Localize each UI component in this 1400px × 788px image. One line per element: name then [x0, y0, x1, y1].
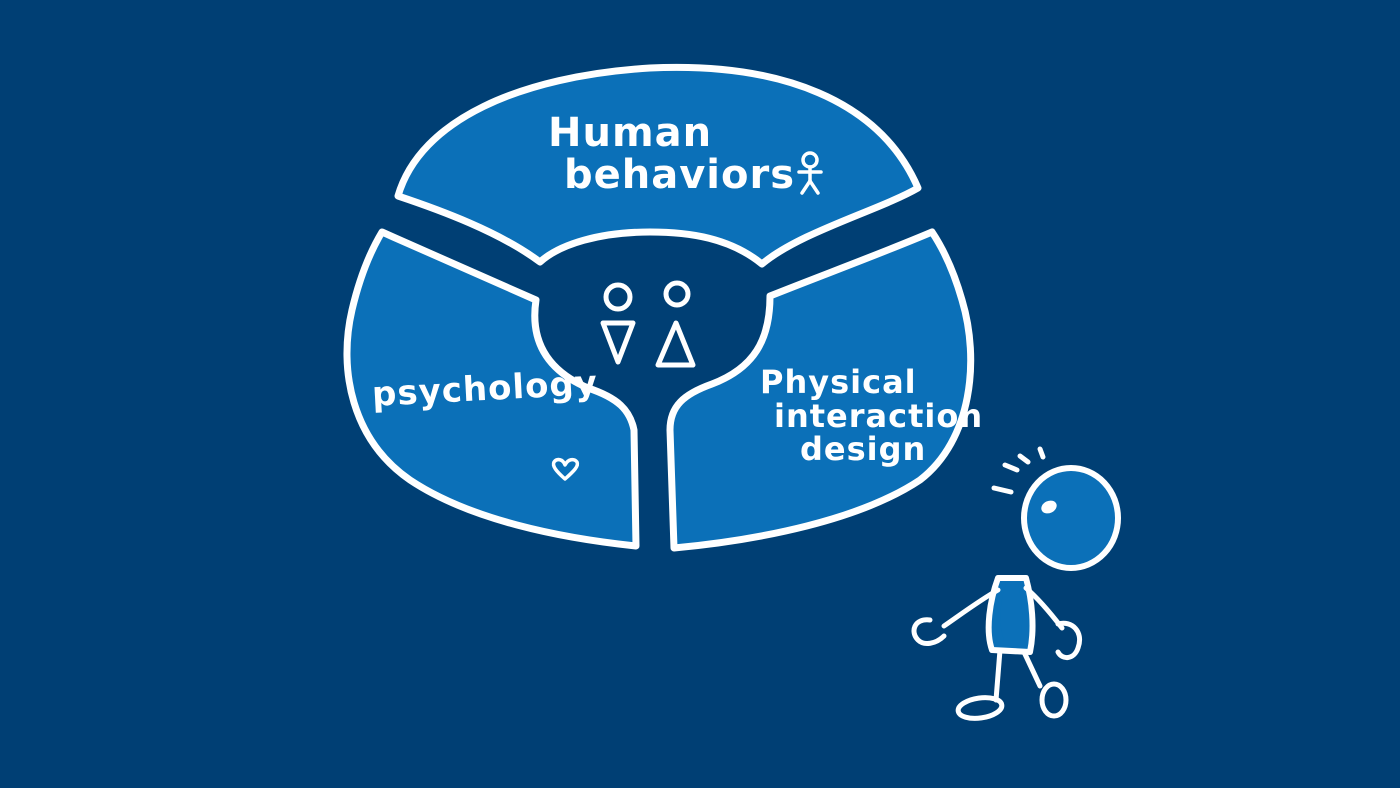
heart-icon	[551, 457, 580, 481]
physical-label-line2: interaction	[774, 396, 984, 435]
physical-interaction-design-label: Physical interaction design	[760, 363, 984, 469]
human-behaviors-label-line1: Human	[548, 110, 713, 156]
man-symbol-icon	[600, 282, 636, 365]
segment-physical-interaction-design	[666, 228, 975, 552]
physical-label-line3: design	[800, 430, 927, 469]
segment-human-behaviors	[394, 63, 922, 268]
thinking-person-icon	[911, 446, 1121, 721]
woman-symbol-icon	[655, 280, 696, 368]
human-behaviors-label-line2: behaviors	[564, 152, 796, 198]
segment-psychology	[343, 228, 640, 550]
human-behaviors-label: Human behaviors	[548, 112, 795, 196]
stick-figure-icon	[797, 151, 823, 195]
physical-label-line1: Physical	[760, 363, 917, 401]
